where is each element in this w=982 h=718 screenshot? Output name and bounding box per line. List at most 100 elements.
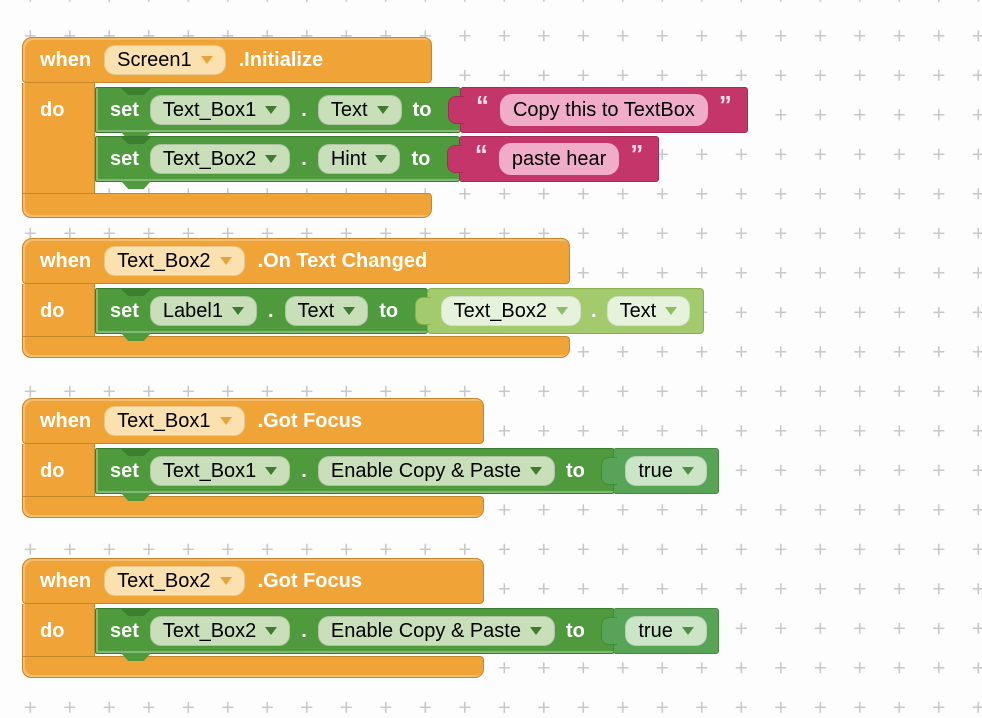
- dot-separator: .: [591, 299, 597, 322]
- close-quote-icon: ”: [630, 139, 644, 169]
- property-name: Enable Copy & Paste: [330, 619, 521, 642]
- do-slot: set Text_Box2 . Enable Copy & Paste to: [95, 604, 719, 656]
- property-name: Text: [619, 299, 657, 322]
- dropdown-arrow-icon: [681, 627, 694, 635]
- logic-true-block[interactable]: true: [613, 608, 719, 654]
- component-dropdown[interactable]: Text_Box2: [149, 616, 291, 646]
- property-dropdown[interactable]: Text: [606, 296, 691, 326]
- dropdown-arrow-icon: [200, 56, 213, 64]
- dropdown-arrow-icon: [219, 577, 232, 585]
- setter-body[interactable]: set Text_Box1 . Enable Copy & Paste to: [95, 448, 615, 494]
- property-dropdown[interactable]: Text: [317, 95, 402, 125]
- event-header[interactable]: when Text_Box1 .Got Focus: [22, 398, 484, 444]
- setter-body[interactable]: set Text_Box1 . Text to: [95, 87, 462, 133]
- dropdown-arrow-icon: [219, 417, 232, 425]
- set-label: set: [110, 299, 139, 322]
- component-dropdown[interactable]: Text_Box2: [440, 296, 581, 326]
- event-footer: [22, 496, 484, 518]
- getter-block[interactable]: Text_Box2 . Text: [426, 288, 705, 334]
- open-quote-icon: “: [475, 90, 489, 120]
- do-strip: do: [22, 284, 95, 336]
- property-dropdown[interactable]: Hint: [317, 144, 401, 174]
- dot-separator: .: [301, 98, 307, 121]
- to-label: to: [565, 619, 585, 642]
- component-name: Text_Box2: [162, 619, 257, 642]
- do-strip: do: [22, 604, 95, 656]
- property-name: Text: [297, 299, 335, 322]
- set-block[interactable]: set Text_Box1 . Text to “ Copy this t: [95, 87, 748, 133]
- string-block[interactable]: “ paste hear ”: [458, 136, 660, 182]
- component-dropdown[interactable]: Text_Box1: [104, 406, 245, 436]
- do-slot: set Text_Box1 . Enable Copy & Paste to: [95, 444, 719, 496]
- component-dropdown[interactable]: Text_Box1: [149, 95, 291, 125]
- set-block[interactable]: set Text_Box1 . Enable Copy & Paste to: [95, 448, 719, 494]
- property-dropdown[interactable]: Enable Copy & Paste: [317, 616, 555, 646]
- set-label: set: [110, 98, 139, 121]
- set-label: set: [110, 619, 139, 642]
- component-name: Text_Box1: [162, 459, 257, 482]
- component-name: Screen1: [117, 48, 192, 71]
- logic-value: true: [638, 619, 673, 642]
- string-input[interactable]: paste hear: [498, 143, 620, 175]
- set-block[interactable]: set Text_Box2 . Hint to “ paste hear: [95, 136, 748, 182]
- property-dropdown[interactable]: Text: [284, 296, 369, 326]
- event-header[interactable]: when Text_Box2 .On Text Changed: [22, 238, 570, 284]
- property-name: Hint: [330, 147, 367, 170]
- dot-separator: .: [301, 619, 307, 642]
- logic-value: true: [638, 459, 673, 482]
- dropdown-arrow-icon: [681, 467, 694, 475]
- component-name: Text_Box2: [453, 299, 547, 322]
- component-name: Label1: [162, 299, 223, 322]
- string-block[interactable]: “ Copy this to TextBox ”: [459, 87, 748, 133]
- to-label: to: [412, 98, 432, 121]
- component-dropdown[interactable]: Label1: [149, 296, 257, 326]
- component-dropdown[interactable]: Text_Box2: [104, 246, 245, 276]
- when-label: when: [40, 249, 92, 272]
- dropdown-arrow-icon: [556, 307, 568, 315]
- logic-true-block[interactable]: true: [613, 448, 719, 494]
- setter-body[interactable]: set Text_Box2 . Hint to: [95, 136, 461, 182]
- do-slot: set Text_Box1 . Text to “ Copy this t: [95, 83, 748, 193]
- component-dropdown[interactable]: Text_Box2: [149, 144, 291, 174]
- close-quote-icon: ”: [718, 90, 732, 120]
- component-dropdown[interactable]: Screen1: [104, 45, 226, 75]
- to-label: to: [411, 147, 431, 170]
- setter-body[interactable]: set Text_Box2 . Enable Copy & Paste to: [95, 608, 615, 654]
- event-footer: [22, 656, 484, 678]
- do-label: do: [40, 460, 65, 482]
- component-name: Text_Box2: [162, 147, 257, 170]
- component-name: Text_Box2: [117, 249, 211, 272]
- dot-separator: .: [267, 299, 274, 322]
- when-label: when: [40, 48, 92, 71]
- dropdown-arrow-icon: [529, 467, 542, 475]
- when-label: when: [40, 409, 92, 432]
- dropdown-arrow-icon: [265, 467, 278, 475]
- open-quote-icon: “: [474, 139, 488, 169]
- dropdown-arrow-icon: [265, 627, 278, 635]
- do-label: do: [40, 300, 65, 322]
- string-input[interactable]: Copy this to TextBox: [499, 94, 708, 126]
- event-name: .Got Focus: [257, 569, 362, 592]
- event-footer: [22, 336, 570, 358]
- component-name: Text_Box2: [117, 569, 211, 592]
- set-block[interactable]: set Text_Box2 . Enable Copy & Paste to: [95, 608, 719, 654]
- component-dropdown[interactable]: Text_Box1: [149, 456, 291, 486]
- dropdown-arrow-icon: [219, 257, 232, 265]
- dropdown-arrow-icon: [375, 155, 388, 163]
- component-dropdown[interactable]: Text_Box2: [104, 566, 245, 596]
- event-header[interactable]: when Screen1 .Initialize: [22, 37, 432, 83]
- do-label: do: [40, 99, 65, 121]
- set-label: set: [110, 147, 139, 170]
- setter-body[interactable]: set Label1 . Text to: [95, 288, 429, 334]
- event-header[interactable]: when Text_Box2 .Got Focus: [22, 558, 484, 604]
- dot-separator: .: [301, 147, 307, 170]
- set-block[interactable]: set Label1 . Text to Text_Box2: [95, 288, 705, 334]
- logic-dropdown[interactable]: true: [625, 616, 707, 646]
- event-name: .Got Focus: [257, 409, 362, 432]
- logic-dropdown[interactable]: true: [625, 456, 707, 486]
- to-label: to: [379, 299, 399, 322]
- dropdown-arrow-icon: [529, 627, 542, 635]
- dropdown-arrow-icon: [376, 106, 389, 114]
- property-dropdown[interactable]: Enable Copy & Paste: [317, 456, 555, 486]
